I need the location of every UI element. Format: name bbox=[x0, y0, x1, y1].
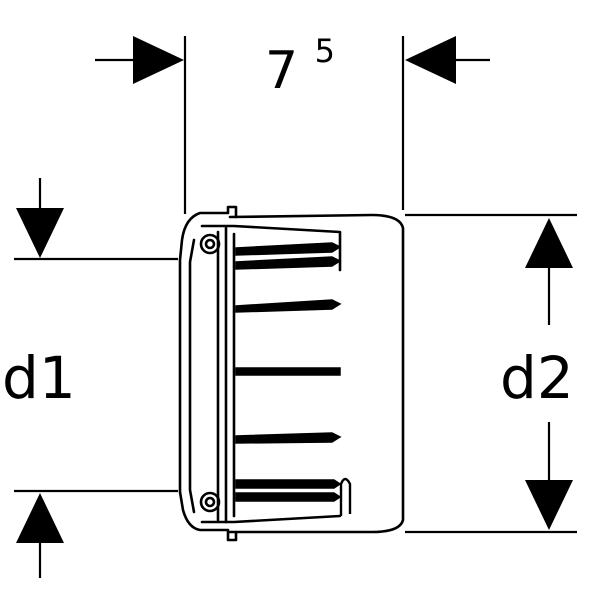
inner-diameter-dimension: d1 bbox=[2, 178, 178, 578]
fitting-bottom-post bbox=[339, 477, 352, 516]
seal-ring-top bbox=[199, 233, 221, 255]
fitting-end-cap bbox=[178, 205, 238, 542]
grip-tooth-4 bbox=[235, 432, 342, 444]
grip-tooth-3 bbox=[235, 367, 341, 376]
seal-ring-bottom-inner bbox=[204, 496, 216, 508]
d1-arrow-bottom-icon bbox=[16, 493, 64, 578]
length-arrow-right-icon bbox=[405, 36, 490, 84]
d2-arrow-top-icon bbox=[525, 218, 573, 325]
d2-label: d2 bbox=[500, 344, 574, 412]
fitting-cap-inner-wall bbox=[188, 238, 196, 514]
fitting-inner-bottom-edge bbox=[200, 514, 342, 524]
grip-tooth-1b bbox=[235, 256, 342, 270]
grip-tooth-1 bbox=[235, 242, 342, 256]
d2-arrow-bottom-icon bbox=[525, 422, 573, 530]
length-dimension: 7 5 bbox=[95, 32, 490, 214]
seal-ring-bottom bbox=[199, 491, 221, 513]
seal-ring-top-inner bbox=[204, 238, 216, 250]
fitting-inner-top-edge bbox=[200, 224, 342, 272]
grip-teeth bbox=[235, 242, 342, 502]
grip-tooth-2 bbox=[235, 299, 342, 313]
fitting-body bbox=[178, 205, 405, 542]
d1-label: d1 bbox=[2, 344, 76, 412]
length-label: 7 5 bbox=[265, 32, 335, 101]
grip-tooth-5 bbox=[235, 479, 342, 489]
fitting-outer-shell bbox=[228, 213, 405, 534]
grip-tooth-5b bbox=[235, 492, 342, 502]
length-label-base: 7 bbox=[265, 41, 298, 101]
length-label-superscript: 5 bbox=[315, 32, 335, 70]
length-arrow-left-icon bbox=[95, 36, 184, 84]
outer-diameter-dimension: d2 bbox=[405, 213, 577, 534]
d1-arrow-top-icon bbox=[16, 178, 64, 258]
